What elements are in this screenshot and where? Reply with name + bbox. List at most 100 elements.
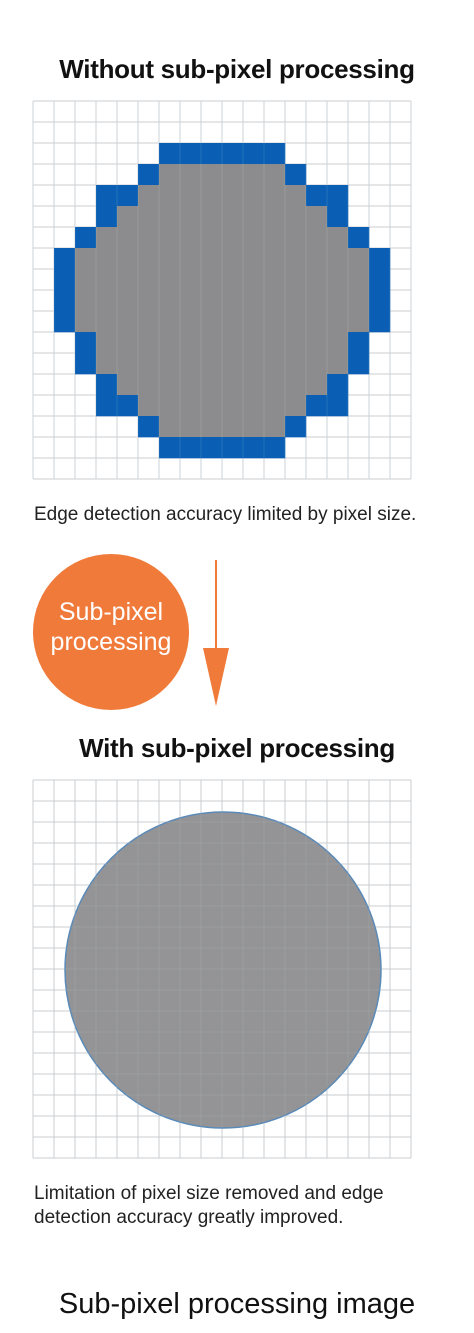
edge-pixel (75, 353, 97, 375)
object-pixel (306, 269, 328, 291)
object-pixel (222, 374, 244, 396)
edge-pixel (327, 395, 349, 417)
object-pixel (117, 269, 139, 291)
top-panel-title: Without sub-pixel processing (59, 54, 415, 84)
edge-pixel (117, 185, 139, 207)
object-pixel (243, 248, 265, 270)
object-pixel (222, 290, 244, 312)
object-pixel (243, 206, 265, 228)
object-pixel (222, 206, 244, 228)
object-pixel (306, 332, 328, 354)
object-pixel (243, 416, 265, 438)
object-pixel (117, 374, 139, 396)
object-pixel (75, 248, 97, 270)
object-pixel (285, 227, 307, 249)
object-pixel (159, 395, 181, 417)
object-pixel (264, 353, 286, 375)
object-pixel (243, 374, 265, 396)
object-pixel (285, 248, 307, 270)
edge-pixel (369, 269, 391, 291)
object-pixel (180, 311, 202, 333)
object-pixel (117, 227, 139, 249)
object-pixel (201, 290, 223, 312)
edge-pixel (138, 164, 160, 186)
object-pixel (264, 395, 286, 417)
edge-pixel (75, 227, 97, 249)
object-pixel (96, 353, 118, 375)
object-pixel (138, 353, 160, 375)
object-pixel (180, 227, 202, 249)
edge-pixel (54, 311, 76, 333)
object-pixel (264, 269, 286, 291)
edge-pixel (369, 311, 391, 333)
object-pixel (222, 311, 244, 333)
edge-pixel (306, 395, 328, 417)
edge-pixel (369, 290, 391, 312)
object-pixel (159, 290, 181, 312)
object-pixel (306, 374, 328, 396)
object-pixel (264, 374, 286, 396)
edge-pixel (306, 185, 328, 207)
object-pixel (222, 332, 244, 354)
object-pixel (243, 290, 265, 312)
object-pixel (243, 353, 265, 375)
object-pixel (306, 311, 328, 333)
object-pixel (201, 311, 223, 333)
object-pixel (264, 248, 286, 270)
edge-pixel (201, 143, 223, 165)
object-pixel (180, 185, 202, 207)
object-pixel (348, 269, 370, 291)
edge-pixel (180, 437, 202, 459)
edge-pixel (138, 416, 160, 438)
object-pixel (222, 164, 244, 186)
object-pixel (96, 248, 118, 270)
object-pixel (285, 269, 307, 291)
object-pixel (159, 227, 181, 249)
object-pixel (285, 374, 307, 396)
edge-pixel (54, 248, 76, 270)
object-pixel (96, 332, 118, 354)
object-pixel (222, 269, 244, 291)
object-pixel (201, 416, 223, 438)
edge-pixel (285, 164, 307, 186)
object-pixel (285, 311, 307, 333)
object-pixel (264, 416, 286, 438)
object-pixel (159, 248, 181, 270)
bottom-panel-title: With sub-pixel processing (79, 733, 395, 763)
object-pixel (75, 290, 97, 312)
object-pixel (159, 269, 181, 291)
object-pixel (117, 353, 139, 375)
object-pixel (264, 290, 286, 312)
edge-pixel (54, 290, 76, 312)
object-pixel (138, 227, 160, 249)
top-panel-caption: Edge detection accuracy limited by pixel… (34, 504, 417, 525)
object-pixel (159, 185, 181, 207)
object-pixel (243, 332, 265, 354)
edge-pixel (327, 206, 349, 228)
edge-pixel (243, 143, 265, 165)
edge-pixel (117, 395, 139, 417)
object-pixel (159, 206, 181, 228)
object-pixel (327, 269, 349, 291)
object-pixel (306, 248, 328, 270)
edge-pixel (369, 248, 391, 270)
object-pixel (222, 395, 244, 417)
object-pixel (159, 353, 181, 375)
edge-pixel (96, 206, 118, 228)
edge-pixel (243, 437, 265, 459)
object-pixel (159, 311, 181, 333)
object-pixel (180, 248, 202, 270)
object-pixel (138, 311, 160, 333)
object-pixel (96, 290, 118, 312)
figure-caption: Sub-pixel processing image (58, 1288, 416, 1320)
pixelated-grid (32, 100, 412, 480)
object-pixel (117, 248, 139, 270)
object-pixel (201, 353, 223, 375)
object-pixel (243, 227, 265, 249)
object-pixel (306, 353, 328, 375)
edge-pixel (180, 143, 202, 165)
object-pixel (348, 290, 370, 312)
object-pixel (180, 374, 202, 396)
object-pixel (138, 290, 160, 312)
edge-pixel (348, 353, 370, 375)
